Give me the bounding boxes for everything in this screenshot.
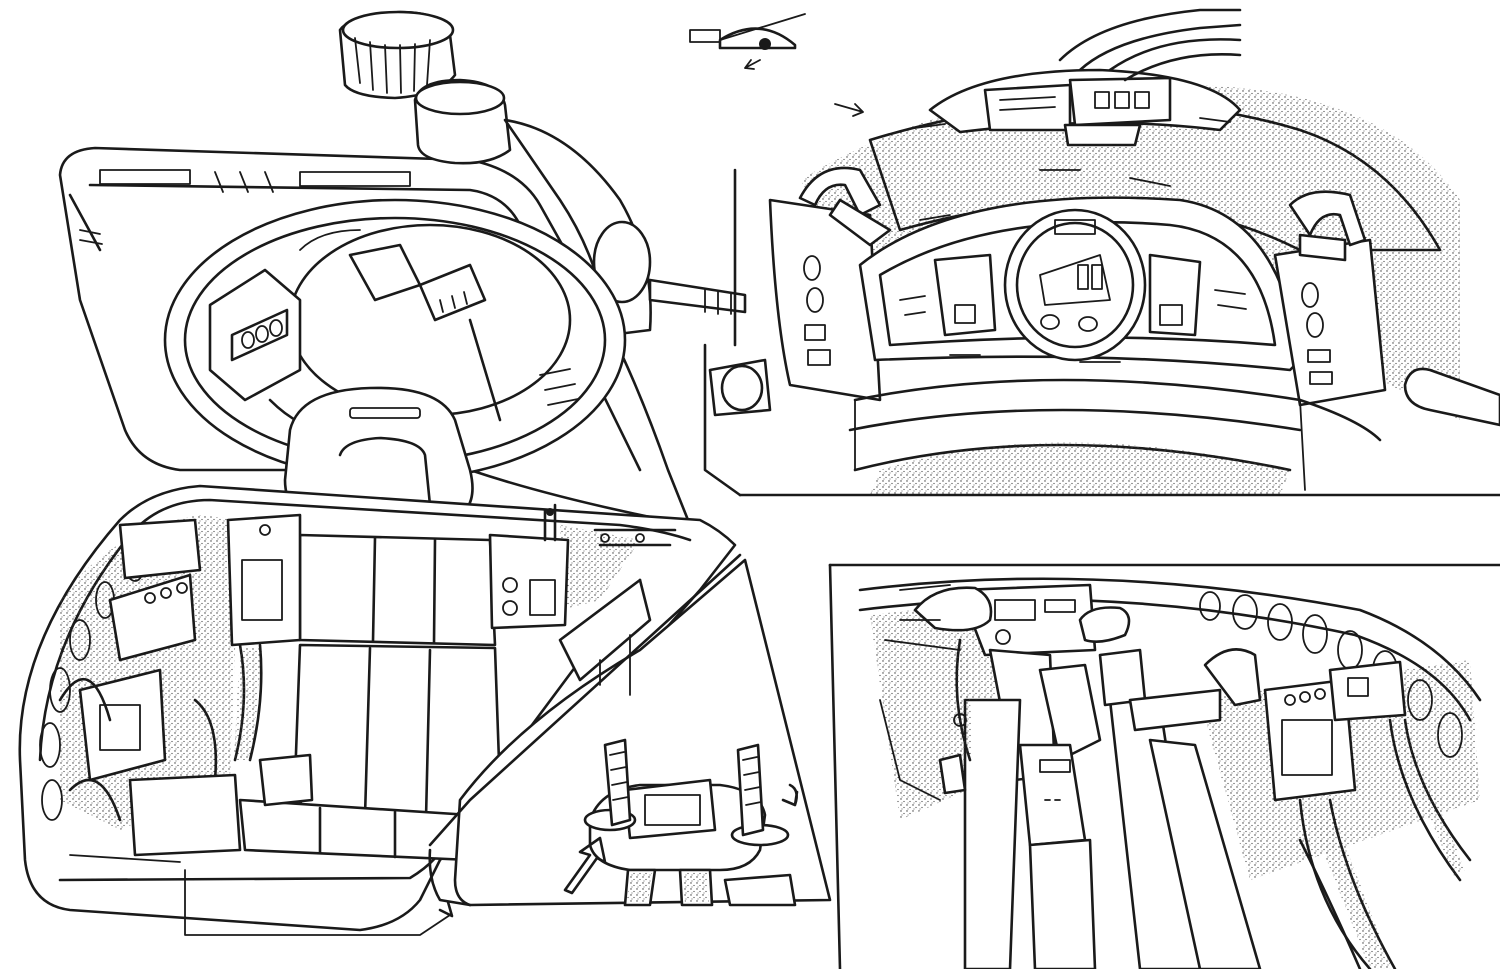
pointer-arrow-icon (834, 103, 864, 117)
interior-rear-view (828, 563, 1500, 969)
main-dashboard (858, 169, 1302, 372)
left-joystick-icon (603, 738, 632, 827)
forward-arrow-icon (563, 836, 607, 895)
right-side-pod (1273, 190, 1500, 427)
right-joystick-icon (736, 743, 765, 837)
pilot-seat (238, 533, 502, 862)
open-cockpit-hatch-view (18, 10, 747, 936)
leader-arrow-icon (69, 854, 454, 936)
left-side-pod (708, 166, 892, 417)
control-sticks-detail (428, 553, 832, 907)
periscope-ring-icon (338, 10, 512, 165)
orientation-thumbnail (689, 13, 806, 70)
hatch-control-box (208, 243, 579, 432)
rotate-arrow-icon (781, 783, 799, 807)
center-gauge-icon (1003, 208, 1147, 362)
overhead-unit (914, 8, 1242, 147)
front-console-view (703, 8, 1500, 497)
